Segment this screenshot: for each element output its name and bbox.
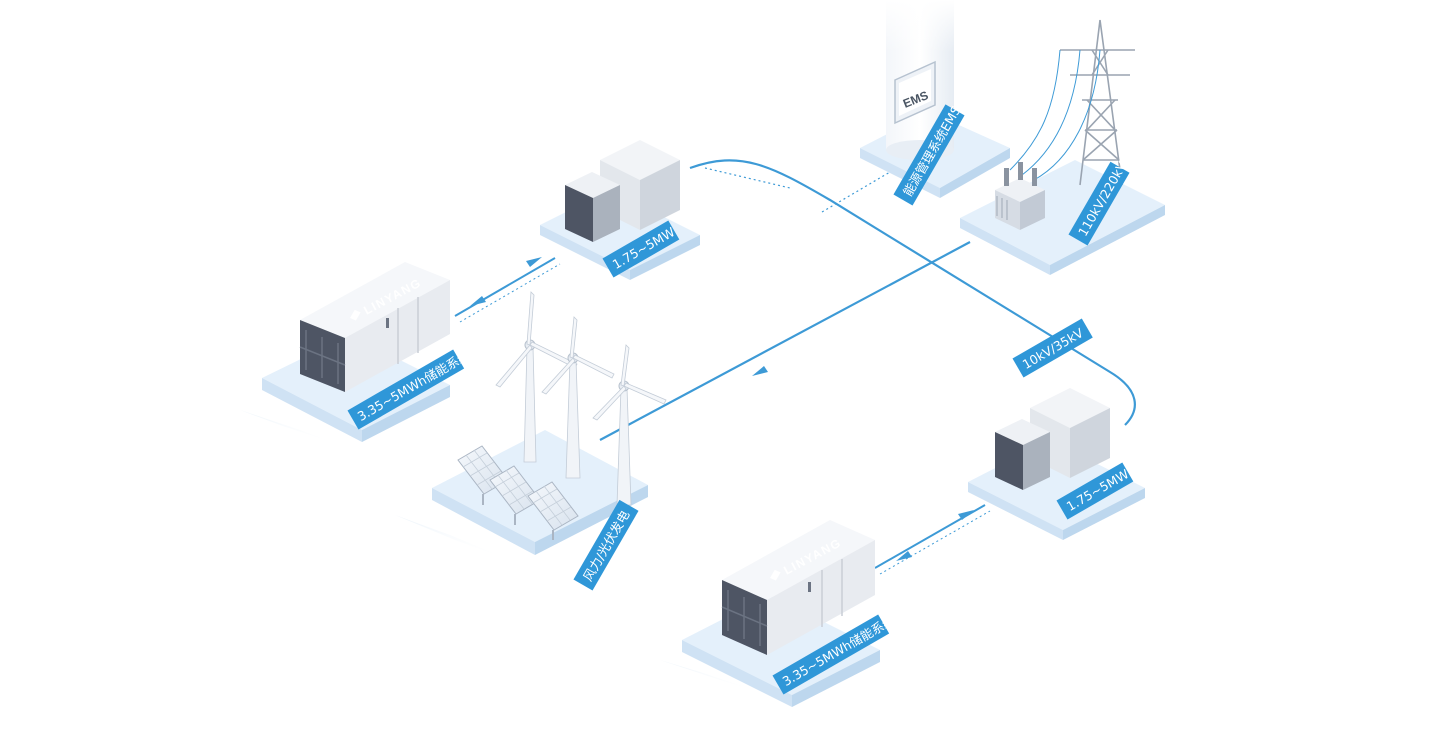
transmission-tower-icon [1060,19,1135,186]
pcs-top-unit: 1.75~5MW [540,140,700,483]
storage-bottom-unit: LINYANG 3.35~5MWh储能系统 [660,520,897,707]
arrow-icon [896,551,912,561]
transformer-icon [995,162,1045,230]
collector-voltage-label: 10kV/35kV [1012,318,1093,378]
arrow-icon [526,257,542,267]
ems-monitor: EMS [894,60,936,125]
storage-pcs-link-top [454,257,556,317]
connection-lines [454,159,1136,575]
grid-substation: 110kV/220kV [960,19,1165,275]
wind-turbine-icon [592,344,667,506]
arrow-icon [958,510,974,520]
storage-top-unit: LINYANG 3.35~5MWh储能系统 [240,262,472,445]
svg-text:10kV/35kV: 10kV/35kV [1020,325,1086,372]
solar-panel-icon [527,481,579,540]
renewables-to-grid-line [599,241,971,441]
pcs-right-unit: 1.75~5MW [968,388,1145,540]
arrow-icon [470,296,486,306]
main-power-line [689,159,1136,426]
storage-pcs-signal-bottom [879,510,991,575]
arrow-icon [752,366,768,376]
transmission-wires [1009,49,1101,181]
wind-turbine-icon [541,316,615,479]
ems-comm-line [704,167,891,213]
ems-unit: EMS 能源管理系统EMS [860,0,1010,206]
storage-pcs-signal-top [459,263,561,323]
wind-turbine-icon [495,291,578,463]
